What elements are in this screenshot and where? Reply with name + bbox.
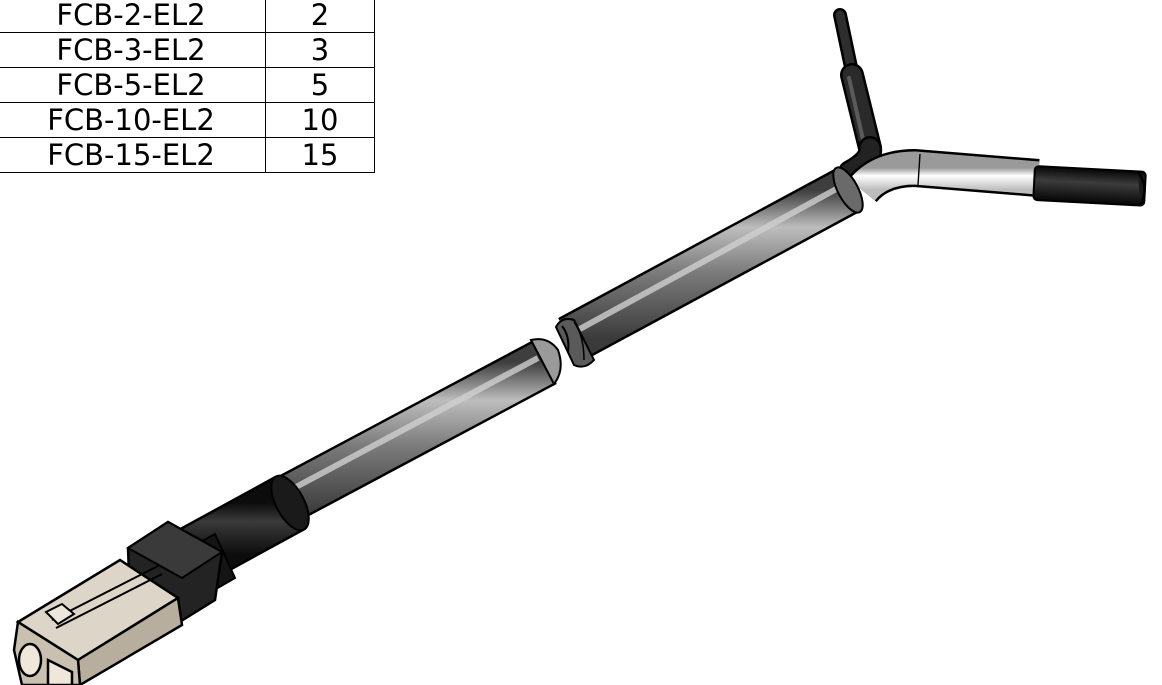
part-number-cell: FCB-2-EL2 [0,0,266,33]
white-lead-wire [847,148,1147,207]
part-number-cell: FCB-15-EL2 [0,137,266,173]
part-number-cell: FCB-3-EL2 [0,32,266,68]
table-row: FCB-10-EL2 10 [0,102,375,138]
connector-body [12,520,224,685]
cable-jacket-upper [554,166,864,368]
part-length-table: FCB-2-EL2 2 FCB-3-EL2 3 FCB-5-EL2 5 FCB-… [0,0,375,173]
table-row: FCB-15-EL2 15 [0,137,375,173]
cable [12,8,1147,685]
length-cell: 10 [265,102,375,138]
table-row: FCB-2-EL2 2 [0,0,375,33]
cable-jacket-lower [246,338,562,538]
black-lead-wire [833,8,883,184]
table-row: FCB-3-EL2 3 [0,32,375,68]
part-length-table-body: FCB-2-EL2 2 FCB-3-EL2 3 FCB-5-EL2 5 FCB-… [0,0,375,173]
length-cell: 2 [265,0,375,33]
length-cell: 15 [265,137,375,173]
length-cell: 5 [265,67,375,103]
